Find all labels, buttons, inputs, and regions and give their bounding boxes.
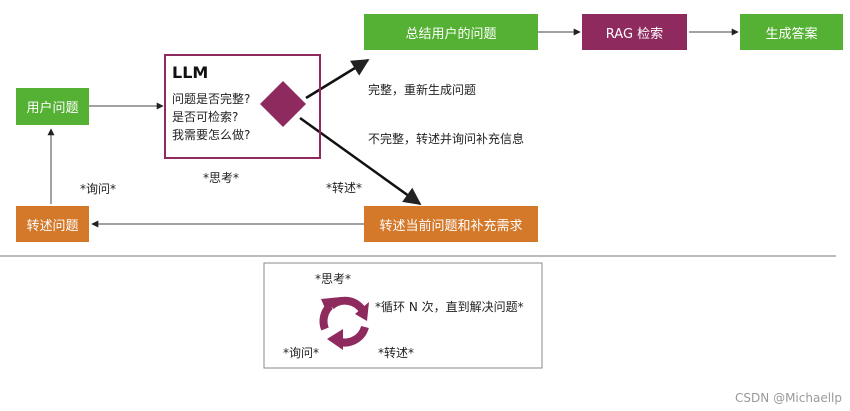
- node-restate-question: 转述问题: [16, 206, 89, 242]
- watermark: CSDN @Michaellp: [735, 391, 842, 405]
- node-generate-answer: 生成答案: [740, 14, 843, 50]
- edge-label-complete: 完整，重新生成问题: [368, 83, 477, 97]
- edge-label-ask: *询问*: [80, 182, 117, 196]
- decision-diamond: [260, 81, 306, 127]
- legend-box: [263, 262, 543, 369]
- edge-label-incomplete: 不完整，转述并询问补充信息: [368, 132, 525, 146]
- edge-label-think: *思考*: [203, 171, 240, 185]
- node-rag-search: RAG 检索: [582, 14, 687, 50]
- edge-label-restate: *转述*: [326, 181, 363, 195]
- node-summarize-question: 总结用户的问题: [364, 14, 538, 50]
- legend-ask: *询问*: [283, 346, 320, 360]
- llm-question-complete: 问题是否完整?: [172, 92, 251, 106]
- legend-loop: *循环 N 次，直到解决问题*: [375, 300, 524, 314]
- legend-restate: *转述*: [378, 346, 415, 360]
- legend-think: *思考*: [315, 272, 352, 286]
- llm-panel-border: [164, 54, 321, 159]
- node-user-question: 用户问题: [16, 88, 89, 125]
- cycle-arrows-icon: [319, 296, 369, 350]
- node-restate-current: 转述当前问题和补充需求: [364, 206, 538, 242]
- llm-question-action: 我需要怎么做?: [172, 128, 251, 142]
- llm-question-searchable: 是否可检索?: [172, 110, 239, 124]
- arrow-complete: [305, 58, 370, 100]
- llm-title: LLM: [172, 63, 209, 82]
